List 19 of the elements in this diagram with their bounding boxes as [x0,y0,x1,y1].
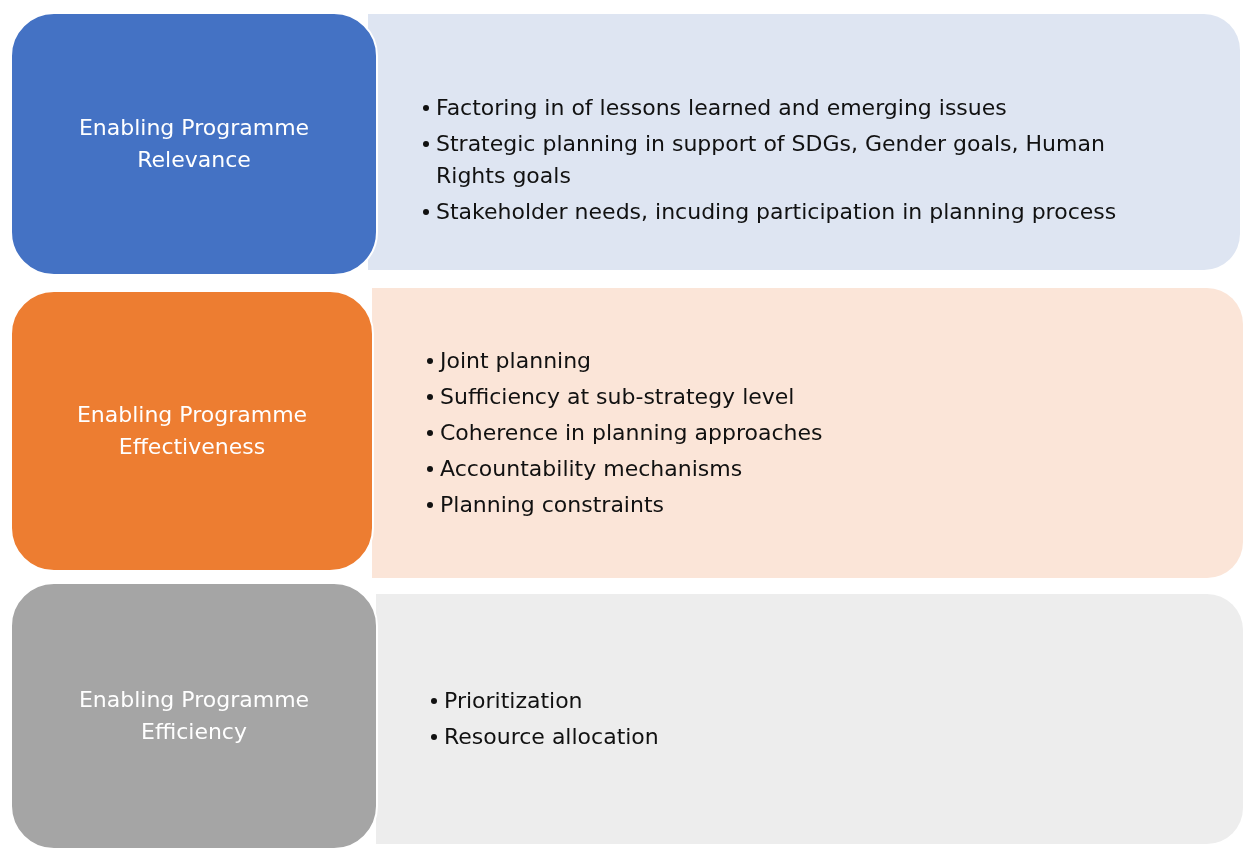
bullet-item: Planning constraints [440,492,665,517]
bullet-item: Stakeholder needs, incuding participation in planning process [436,199,1117,224]
bullet-panel [376,594,1243,844]
category-box [10,290,374,572]
category-box [10,12,378,276]
bullet-panel [372,288,1243,578]
category-title: Enabling Programme Effectiveness [75,401,309,461]
category-box [10,582,378,850]
bullet-item: Coherence in planning approaches [440,420,823,445]
bullet-item: Prioritization [444,688,583,713]
bullet-item: Factoring in of lessons learned and emerging issues [436,95,1007,120]
bullet-item: Sufficiency at sub-strategy level [440,384,795,409]
bullet-panel [368,14,1240,270]
bullet-item: Accountability mechanisms [440,456,743,481]
category-title: Enabling Programme Relevance [77,114,311,174]
bullet-item: Strategic planning in support of SDGs, Gender goals, Human Rights goals [436,131,1105,188]
bullet-item: Resource allocation [444,724,659,749]
bullet-item: Joint planning [440,348,592,373]
category-title: Enabling Programme Efficiency [77,686,311,746]
